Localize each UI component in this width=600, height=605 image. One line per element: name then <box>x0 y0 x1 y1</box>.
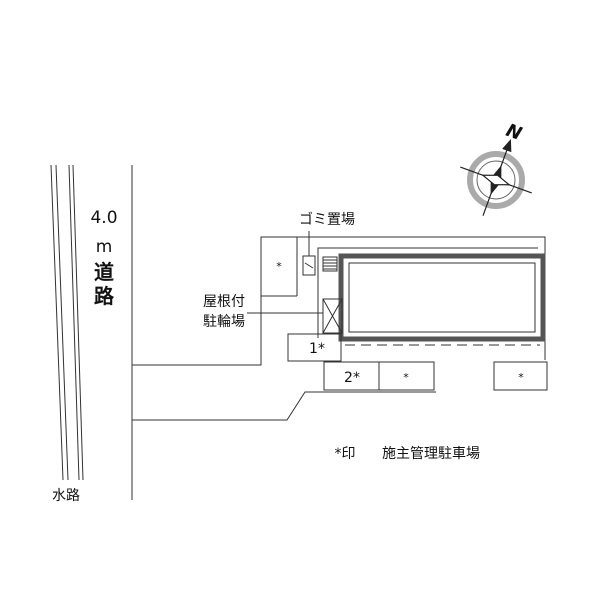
parking-space-top-left-label: * <box>276 260 282 273</box>
garbage-area-hatch <box>304 262 314 269</box>
parking-space-1-label: 1* <box>309 341 325 357</box>
waterway-edge-right <box>72 164 84 481</box>
parking-space-1 <box>287 333 342 362</box>
stairs-outline <box>322 256 338 272</box>
road-unit-label: m <box>96 237 113 257</box>
waterway-edge-right-inner <box>68 164 80 481</box>
road-label-char2: 路 <box>94 284 115 308</box>
compass-north-label: N <box>503 120 524 145</box>
access-path-lower <box>132 391 436 421</box>
bike-parking <box>322 298 343 334</box>
site-inner-line <box>317 247 538 338</box>
waterway <box>50 164 84 481</box>
parking-space-3-label: * <box>403 371 409 384</box>
compass-north-arrow <box>502 139 512 153</box>
bike-parking-cross-b <box>322 298 343 334</box>
waterway-label: 水路 <box>52 488 80 504</box>
compass-ring <box>467 151 525 209</box>
building-inner-outline <box>348 262 536 333</box>
access-path-upper <box>132 296 262 366</box>
bike-parking-label-line1: 屋根付 <box>203 294 245 310</box>
waterway-edge-left-inner <box>55 164 69 481</box>
stairs <box>322 256 338 272</box>
parking-space-3 <box>378 361 435 391</box>
compass-needles <box>460 139 532 216</box>
parking-space-2-label: 2* <box>344 370 360 386</box>
compass-rose <box>460 139 532 216</box>
parking-space-4-label: * <box>518 371 524 384</box>
parking-space-4 <box>493 361 548 391</box>
bike-parking-label-line2: 駐輪場 <box>203 313 245 330</box>
garbage-area-label: ゴミ置場 <box>299 211 355 228</box>
road-label-char1: 道 <box>94 260 114 284</box>
road-width-label: 4.0 <box>90 208 117 228</box>
waterway-edge-left <box>50 164 64 481</box>
legend-text: 施主管理駐車場 <box>382 445 480 462</box>
building <box>338 253 546 342</box>
legend-mark: *印 <box>335 446 356 462</box>
